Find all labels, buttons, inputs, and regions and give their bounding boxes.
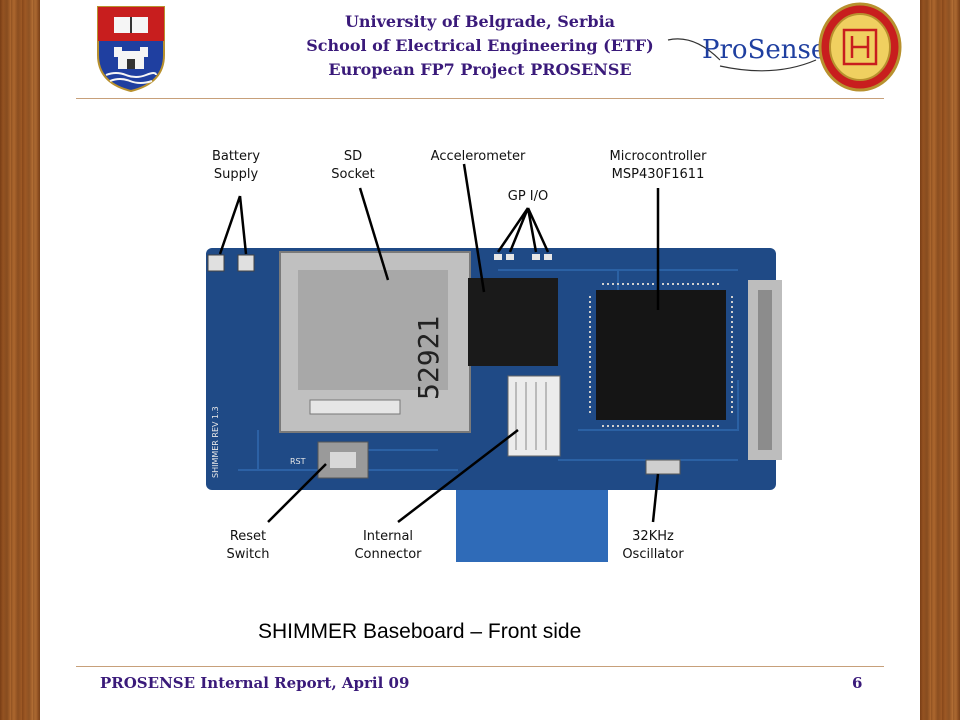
header-university: University of Belgrade, Serbia xyxy=(344,12,616,31)
label-oscillator-line1: 32KHz xyxy=(632,529,674,544)
pointer-lines xyxy=(218,163,660,523)
header-project: European FP7 Project PROSENSE xyxy=(328,60,632,79)
prosense-logo: ProSense xyxy=(667,35,824,72)
label-battery-line1: Battery xyxy=(212,149,260,164)
rst-silkscreen: RST xyxy=(290,457,306,466)
wood-border-left xyxy=(0,0,40,720)
label-accelerometer: Accelerometer xyxy=(431,149,526,164)
header-block: University of Belgrade, Serbia School of… xyxy=(255,10,705,82)
label-reset-line1: Reset xyxy=(230,529,266,544)
university-crest-icon xyxy=(97,6,165,93)
label-sd-line2: Socket xyxy=(331,167,375,182)
label-battery-line2: Supply xyxy=(214,167,259,182)
sd-serial-text: 52921 xyxy=(412,316,445,400)
board-rev-text: SHIMMER REV 1.3 xyxy=(211,406,220,478)
label-microcontroller-line1: Microcontroller xyxy=(609,149,707,164)
header-school: School of Electrical Engineering (ETF) xyxy=(306,36,654,55)
microcontroller-chip xyxy=(596,290,726,420)
label-oscillator-line2: Oscillator xyxy=(622,547,684,562)
daughterboard xyxy=(456,482,608,562)
label-reset-line2: Switch xyxy=(227,547,270,562)
header-divider xyxy=(76,98,884,99)
footer-report-title: PROSENSE Internal Report, April 09 xyxy=(100,674,410,692)
internal-connector xyxy=(507,375,561,457)
label-internal-line2: Connector xyxy=(354,547,422,562)
label-microcontroller-line2: MSP430F1611 xyxy=(612,167,705,182)
oscillator-component xyxy=(645,459,681,475)
label-gpio: GP I/O xyxy=(508,189,549,204)
label-internal-line1: Internal xyxy=(363,529,413,544)
footer-page-number: 6 xyxy=(852,674,863,692)
prosense-logo-text: ProSense xyxy=(702,35,824,65)
label-sd-line1: SD xyxy=(344,149,362,164)
shimmer-board-figure: 52921 SHIMMER REV 1.3 RST Battery Supply… xyxy=(198,130,784,570)
footer-divider xyxy=(76,666,884,667)
wood-border-right xyxy=(920,0,960,720)
accelerometer-chip xyxy=(468,278,558,366)
figure-caption: SHIMMER Baseboard – Front side xyxy=(258,620,582,643)
faculty-seal-icon xyxy=(818,2,902,92)
